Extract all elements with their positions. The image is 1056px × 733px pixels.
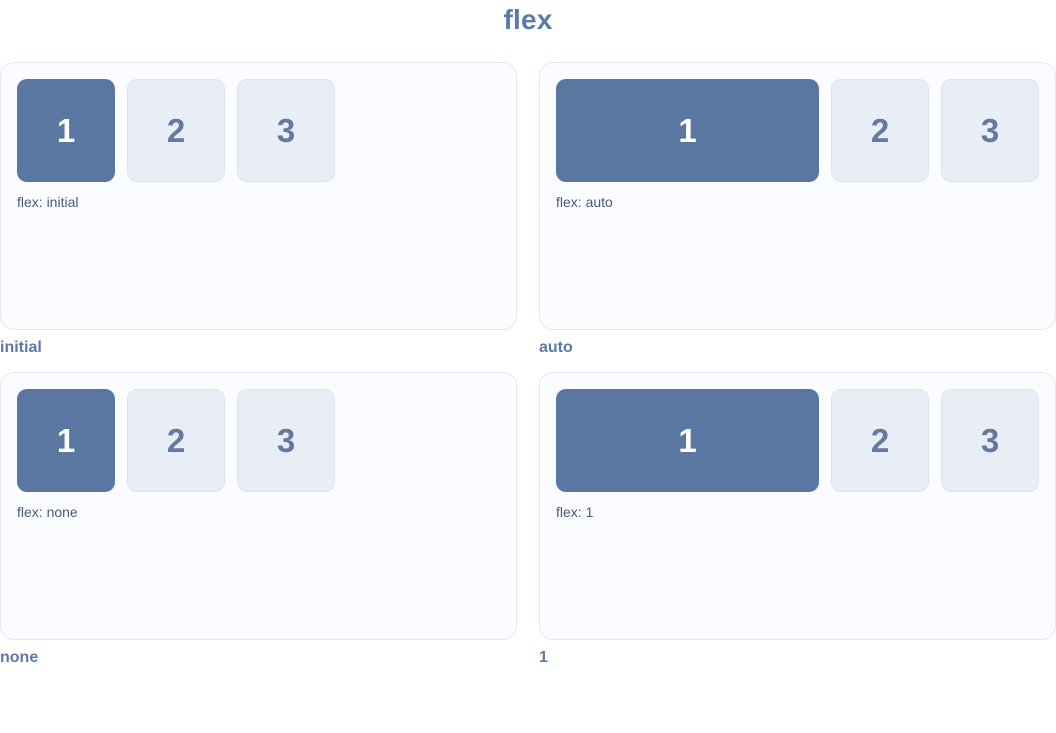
demo-label: 1 <box>539 649 548 666</box>
flex-item-2: 2 <box>127 79 225 182</box>
flex-value-caption: flex: initial <box>17 194 79 210</box>
flex-item-2: 2 <box>831 79 929 182</box>
demo-grid: 1 2 3 flex: initial initial 1 2 3 flex: … <box>0 62 1056 682</box>
flex-row: 1 2 3 <box>556 79 1039 182</box>
flex-row: 1 2 3 <box>556 389 1039 492</box>
flex-value-caption: flex: none <box>17 504 78 520</box>
demo-label: initial <box>0 339 42 356</box>
flex-item-1: 1 <box>17 389 115 492</box>
demo-initial-panel: 1 2 3 flex: initial <box>0 62 517 330</box>
demo-label: auto <box>539 339 573 356</box>
demo-1: 1 2 3 flex: 1 1 <box>539 372 1056 682</box>
flex-value-caption: flex: 1 <box>556 504 594 520</box>
flex-row: 1 2 3 <box>17 79 500 182</box>
demo-none-panel: 1 2 3 flex: none <box>0 372 517 640</box>
flex-item-3: 3 <box>237 79 335 182</box>
flex-row: 1 2 3 <box>17 389 500 492</box>
flex-item-1: 1 <box>556 389 819 492</box>
page-title: flex <box>503 4 553 35</box>
flex-item-3: 3 <box>237 389 335 492</box>
flex-item-1: 1 <box>556 79 819 182</box>
demo-1-panel: 1 2 3 flex: 1 <box>539 372 1056 640</box>
flex-item-3: 3 <box>941 79 1039 182</box>
demo-auto-panel: 1 2 3 flex: auto <box>539 62 1056 330</box>
flex-item-1: 1 <box>17 79 115 182</box>
demo-label: none <box>0 649 39 666</box>
demo-auto: 1 2 3 flex: auto auto <box>539 62 1056 372</box>
flex-item-3: 3 <box>941 389 1039 492</box>
flex-value-caption: flex: auto <box>556 194 613 210</box>
demo-none: 1 2 3 flex: none none <box>0 372 517 682</box>
flex-item-2: 2 <box>127 389 225 492</box>
flex-item-2: 2 <box>831 389 929 492</box>
demo-initial: 1 2 3 flex: initial initial <box>0 62 517 372</box>
